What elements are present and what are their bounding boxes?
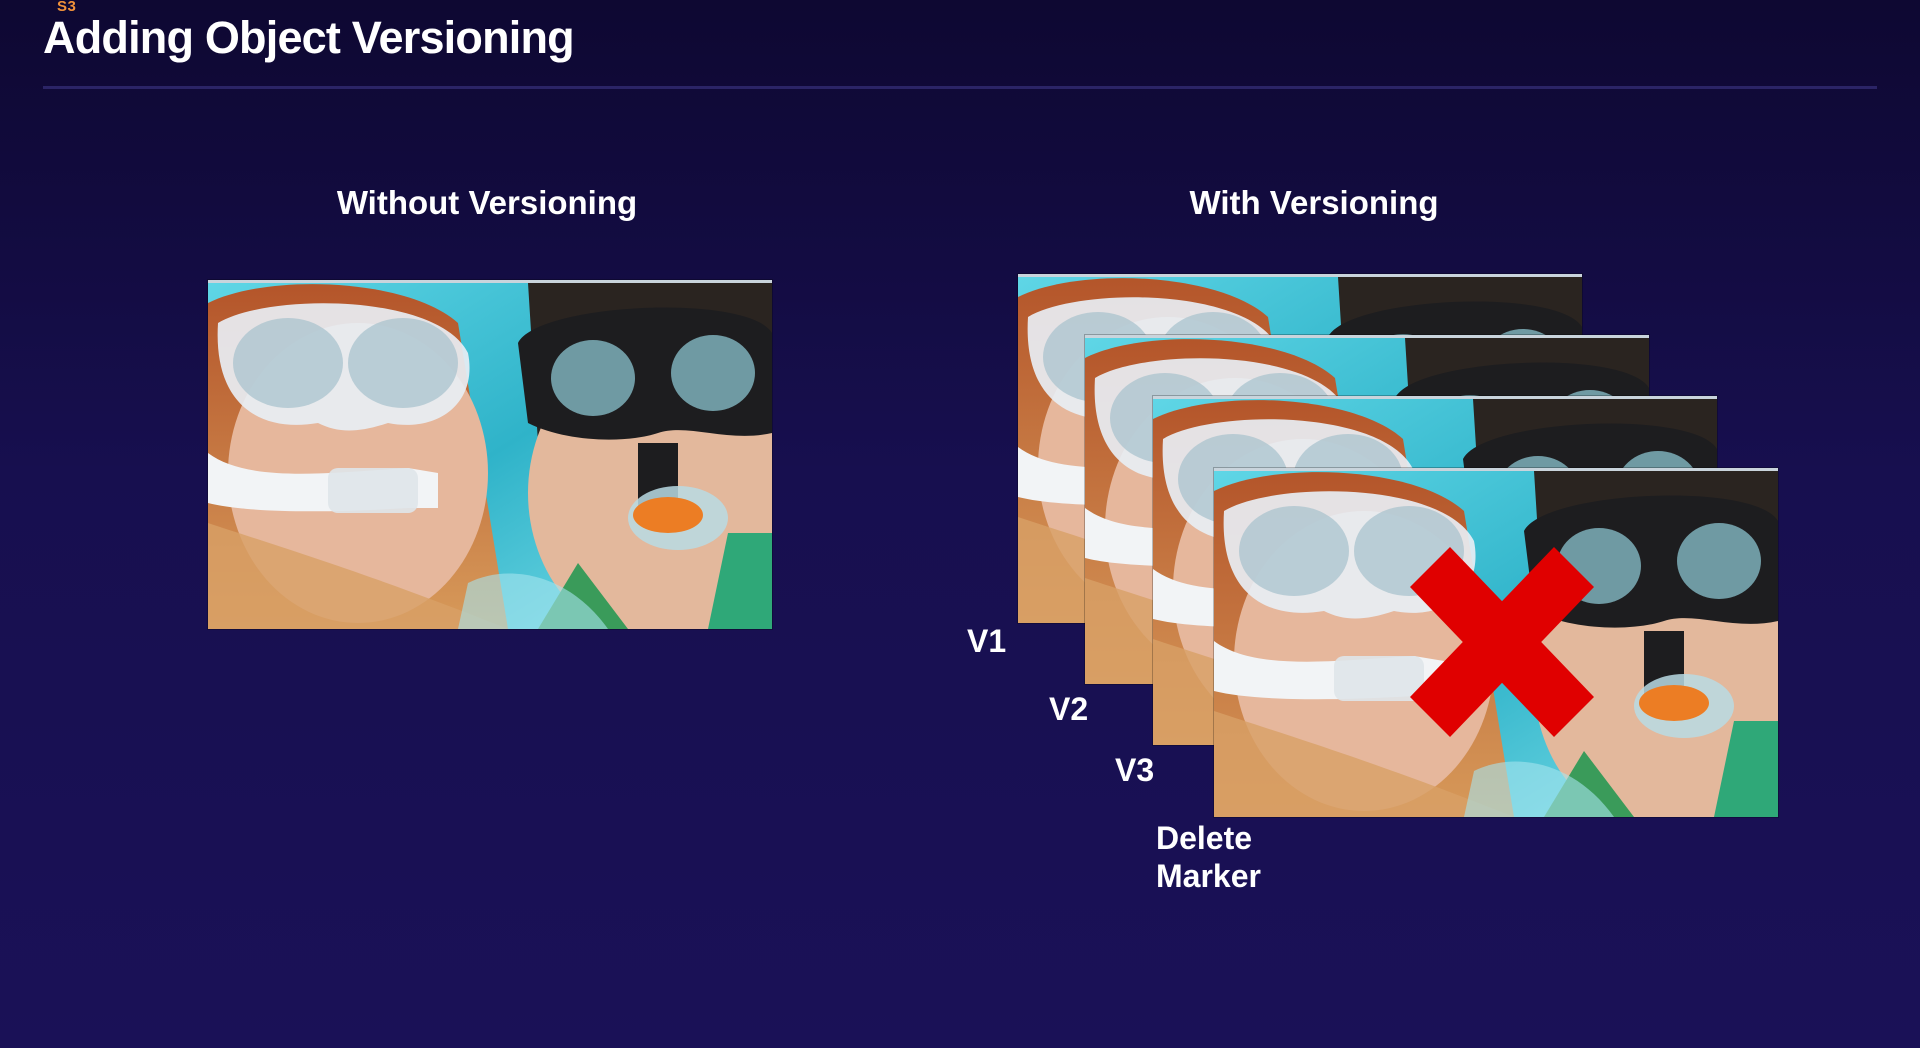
title-divider <box>43 86 1877 89</box>
with-versioning-heading: With Versioning <box>1189 184 1439 221</box>
service-tag: S3 <box>57 0 77 15</box>
without-versioning-heading: Without Versioning <box>336 184 638 221</box>
version-image-v3 <box>1153 396 1717 745</box>
x-cross-icon <box>1410 547 1594 737</box>
version-label-v2: V2 <box>1049 691 1089 727</box>
page-title: Adding Object Versioning <box>43 12 575 63</box>
version-label-v1: V1 <box>967 623 1007 659</box>
delete-marker-label: Delete Marker <box>1156 820 1261 894</box>
object-image <box>208 280 772 629</box>
version-label-v3: V3 <box>1115 752 1155 788</box>
delete-marker-image <box>1214 468 1778 817</box>
version-image-v2 <box>1085 335 1649 684</box>
version-image-v1 <box>1018 274 1582 623</box>
